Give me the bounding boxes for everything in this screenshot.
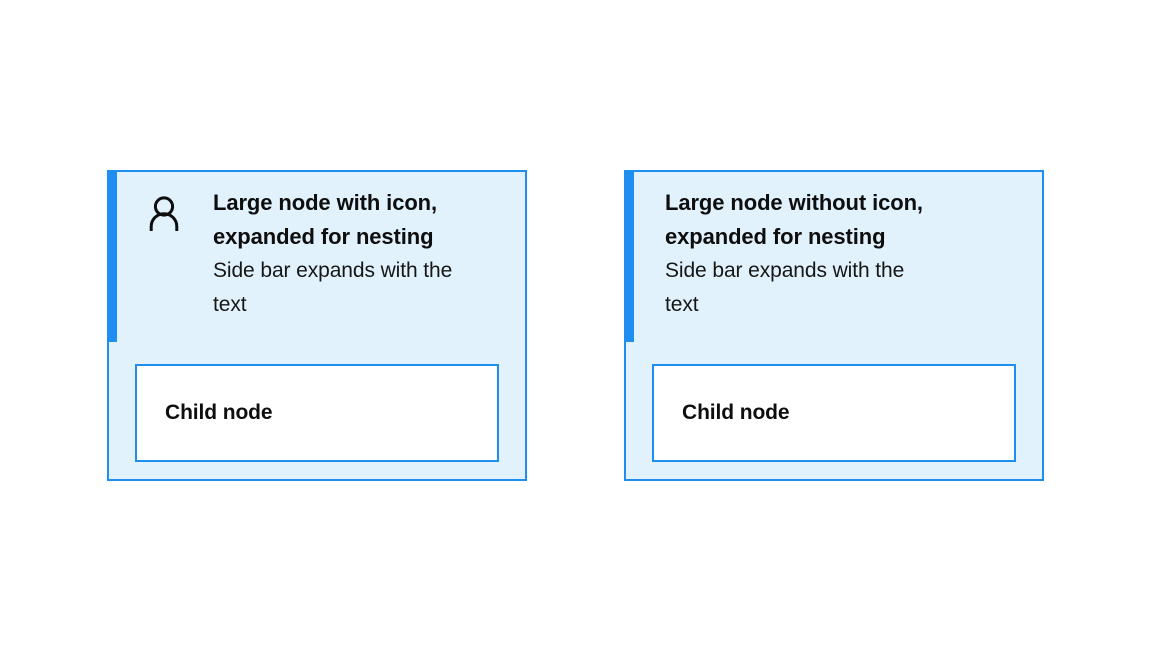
node-side-bar (626, 172, 634, 342)
node-header-body: Large node without icon, expanded for ne… (634, 172, 1042, 342)
node-side-bar (109, 172, 117, 342)
large-node-without-icon-card[interactable]: Large node without icon, expanded for ne… (624, 170, 1044, 481)
child-node-label: Child node (165, 401, 273, 424)
node-title: Large node without icon, expanded for ne… (665, 190, 923, 249)
child-node[interactable]: Child node (652, 364, 1016, 462)
node-title: Large node with icon, expanded for nesti… (213, 190, 438, 249)
node-subtitle: Side bar expands with the text (665, 259, 905, 316)
child-node-label: Child node (682, 401, 790, 424)
node-header-text: Large node without icon, expanded for ne… (665, 186, 1028, 322)
large-node-with-icon-card[interactable]: Large node with icon, expanded for nesti… (107, 170, 527, 481)
child-node[interactable]: Child node (135, 364, 499, 462)
node-header: Large node with icon, expanded for nesti… (109, 172, 525, 342)
node-header-body: Large node with icon, expanded for nesti… (117, 172, 525, 342)
user-icon (148, 196, 180, 232)
node-header-text: Large node with icon, expanded for nesti… (213, 186, 511, 322)
node-header: Large node without icon, expanded for ne… (626, 172, 1042, 342)
node-subtitle: Side bar expands with the text (213, 259, 453, 316)
node-children-area: Child node (626, 342, 1042, 479)
node-children-area: Child node (109, 342, 525, 479)
